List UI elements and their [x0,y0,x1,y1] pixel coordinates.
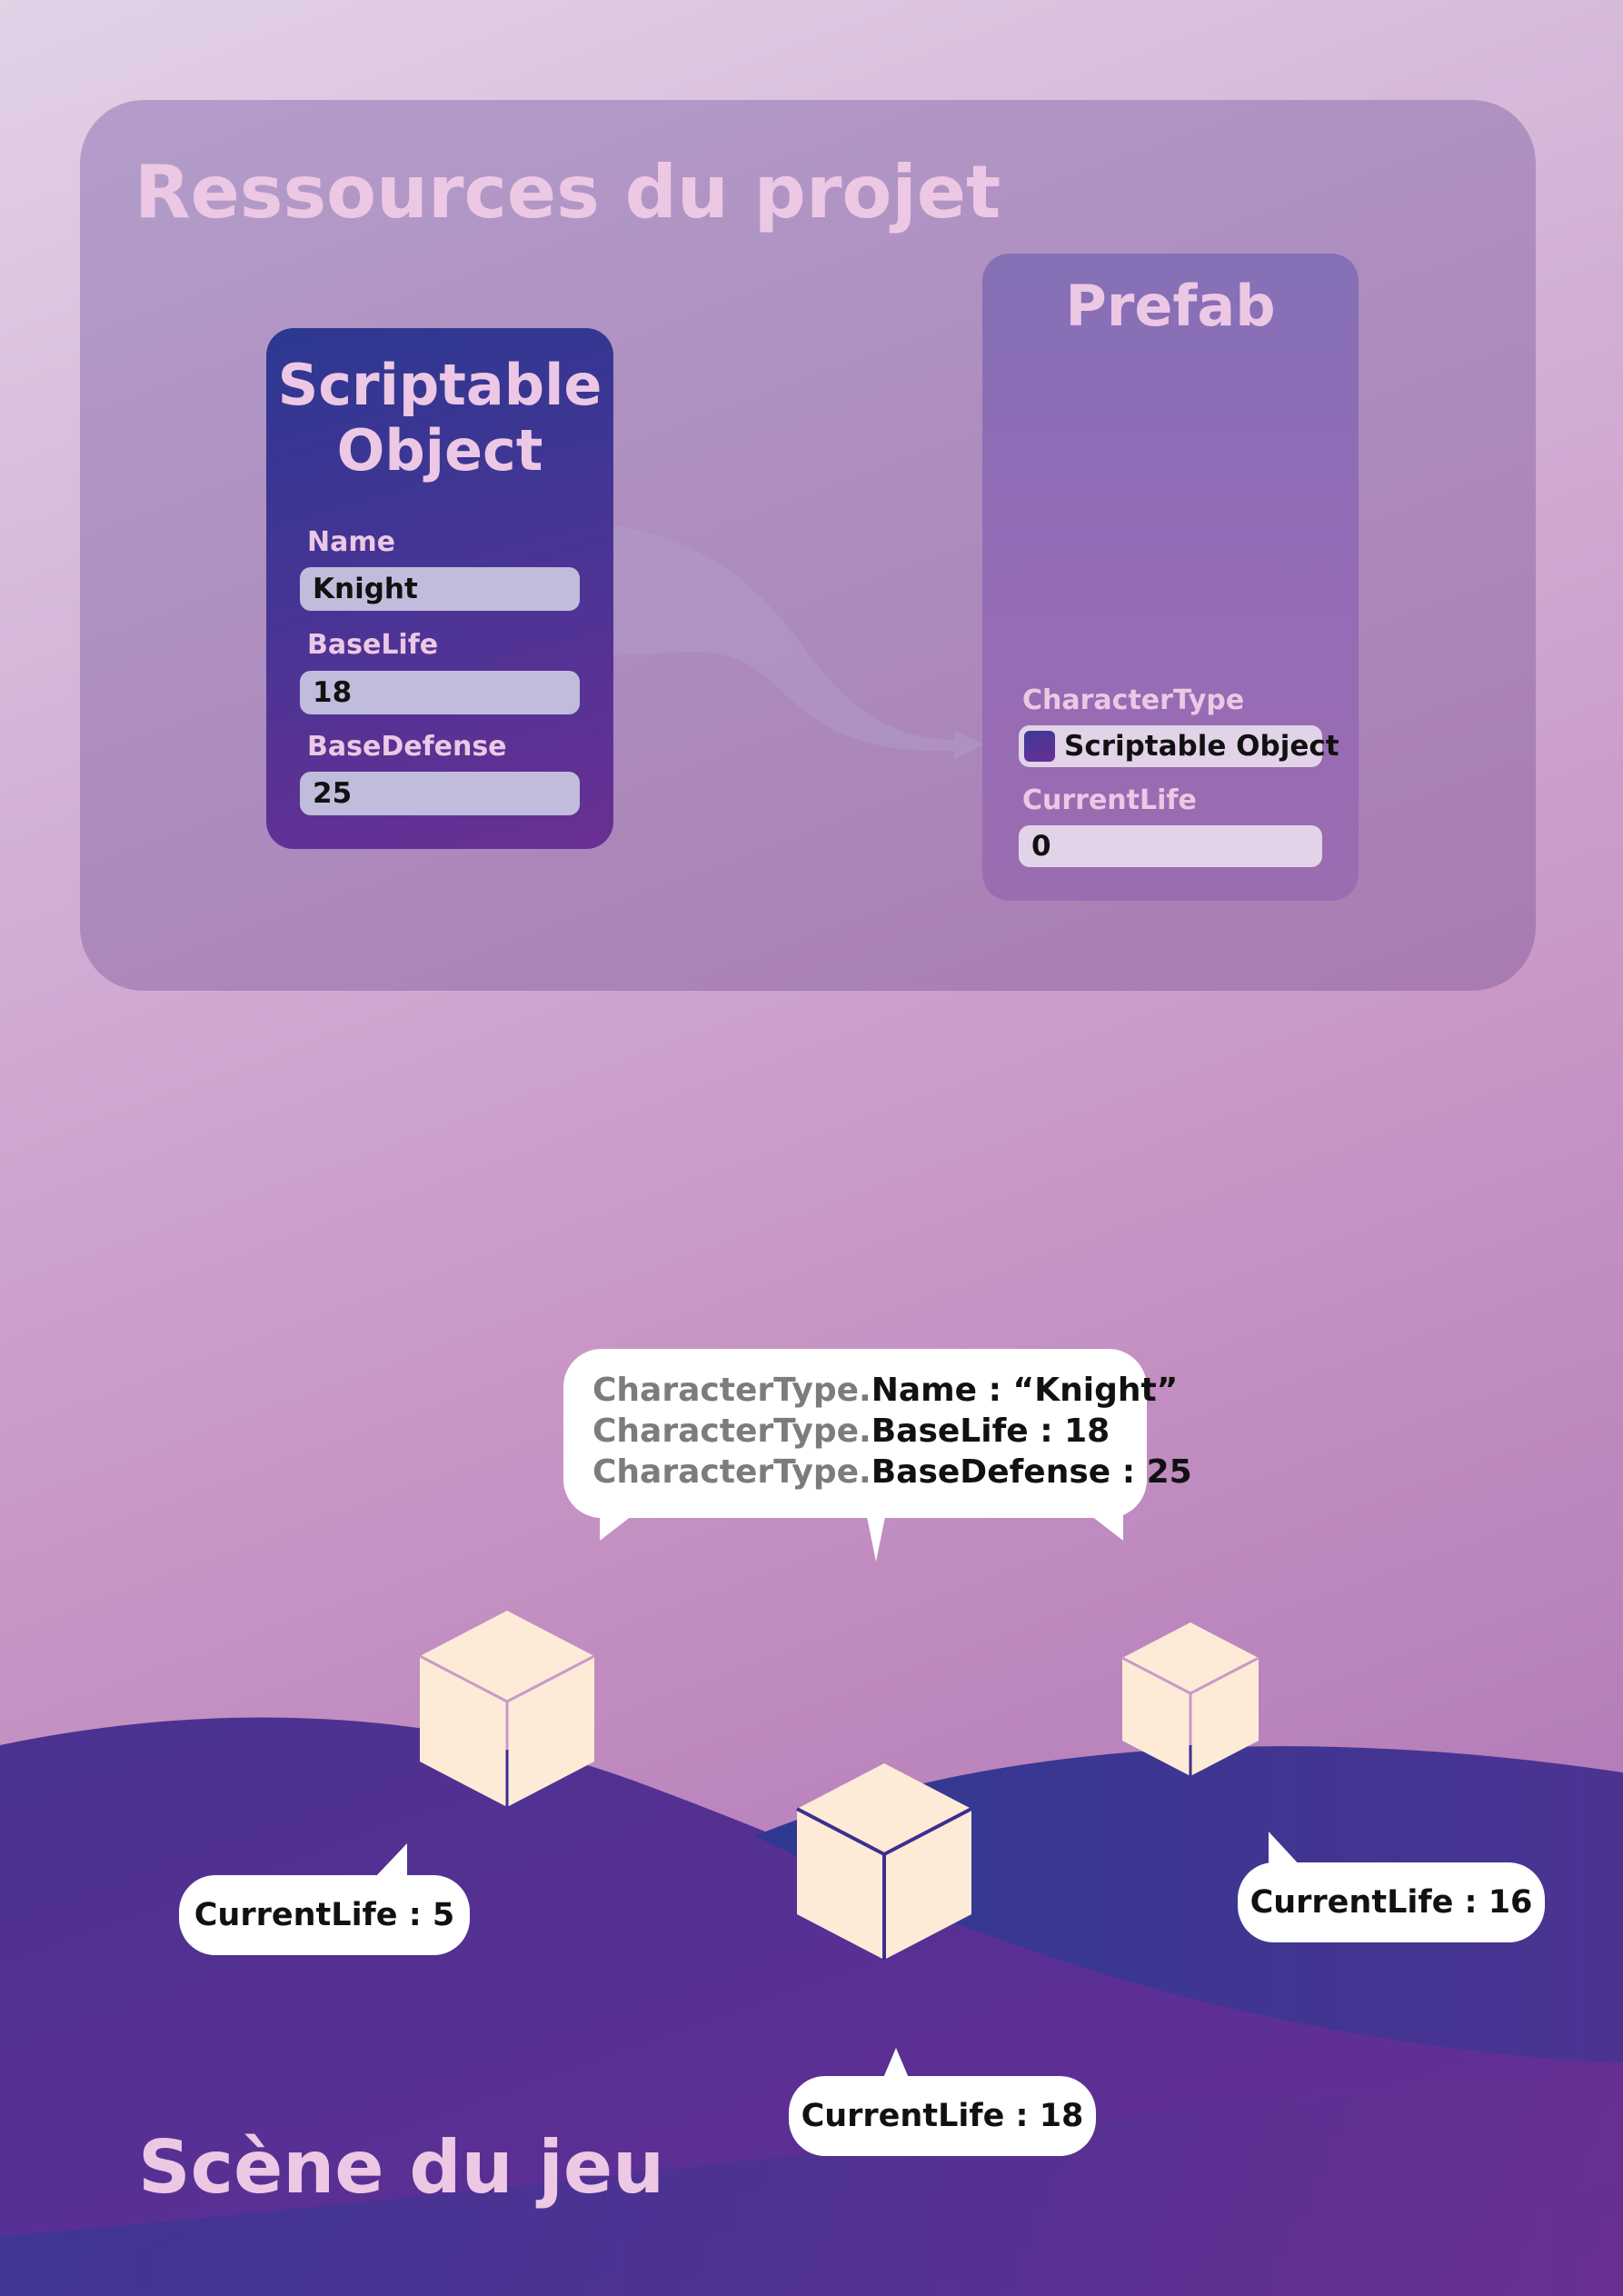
shared-line-text: BaseLife : 18 [871,1413,1110,1450]
shared-line-prefix: CharacterType. [592,1372,871,1409]
instance-left-currentlife: CurrentLife : 5 [179,1875,470,1955]
scriptable-object-title: Scriptable Object [266,353,613,484]
instance-right-currentlife: CurrentLife : 16 [1238,1862,1545,1942]
bubble-tails [374,1512,1301,2078]
shared-line-basedefense: CharacterType.BaseDefense : 25 [592,1452,1192,1492]
prefab-card [982,254,1359,901]
scene-title: Scène du jeu [138,2125,665,2210]
prefab-charactertype-field[interactable]: Scriptable Object [1019,725,1339,767]
so-basedefense-field[interactable]: 25 [300,772,580,815]
instance-center-currentlife: CurrentLife : 18 [789,2076,1096,2156]
shared-line-prefix: CharacterType. [592,1413,871,1450]
prefab-currentlife-field[interactable]: 0 [1019,825,1322,867]
shared-line-baselife: CharacterType.BaseLife : 18 [592,1411,1147,1452]
shared-line-name: CharacterType.Name : “Knight” [592,1370,1178,1411]
prefab-title: Prefab [1065,273,1276,339]
so-basedefense-label: BaseDefense [307,731,507,763]
scene-cube-left [419,1611,595,1807]
scriptable-object-title-line2: Object [336,417,543,484]
so-name-label: Name [307,526,395,558]
shared-line-text: BaseDefense : 25 [871,1453,1192,1491]
resources-title: Ressources du projet [134,150,1001,235]
scriptable-object-swatch-icon [1024,731,1055,762]
prefab-currentlife-label: CurrentLife [1022,784,1197,816]
scene-cube-right [1121,1622,1260,1776]
shared-line-text: Name : “Knight” [871,1372,1179,1409]
hill-bottom [0,2063,1623,2296]
shared-line-prefix: CharacterType. [592,1453,871,1491]
so-baselife-label: BaseLife [307,629,439,661]
shared-data-bubble: CharacterType.Name : “Knight” CharacterT… [563,1349,1192,1518]
so-name-field[interactable]: Knight [300,567,580,611]
scene-cube-center [796,1763,972,1960]
so-baselife-field[interactable]: 18 [300,671,580,714]
scriptable-object-title-line1: Scriptable [277,352,602,418]
prefab-charactertype-label: CharacterType [1022,684,1245,716]
